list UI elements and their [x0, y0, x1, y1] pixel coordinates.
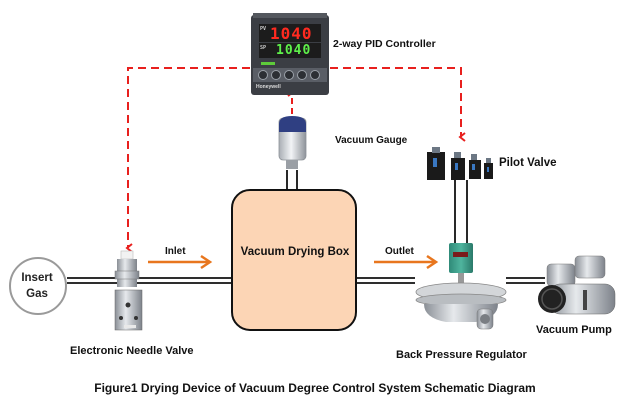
pid-pv-tag: PV	[260, 26, 267, 32]
needle-valve-label: Electronic Needle Valve	[70, 345, 194, 357]
vacuum-drying-box	[231, 189, 357, 331]
figure-caption: Figure1 Drying Device of Vacuum Degree C…	[94, 381, 536, 395]
outlet-arrow	[374, 254, 439, 270]
outlet-label: Outlet	[385, 246, 414, 257]
drying-box-label: Vacuum Drying Box	[240, 246, 350, 258]
pid-controller	[251, 13, 329, 95]
insert-gas-source	[9, 257, 67, 315]
back-pressure-regulator	[415, 243, 507, 330]
back-pressure-regulator-label: Back Pressure Regulator	[396, 349, 527, 361]
vacuum-gauge-label: Vacuum Gauge	[335, 135, 408, 146]
pid-controller-label: 2-way PID Controller	[333, 38, 436, 50]
signal-line-to-needle-valve	[125, 67, 250, 253]
electronic-needle-valve	[114, 250, 143, 331]
insert-gas-label-line2: Gas	[26, 288, 48, 300]
pilot-valve-group	[427, 147, 493, 180]
insert-gas-label-line1: Insert	[21, 272, 53, 284]
vacuum-gauge	[278, 116, 307, 169]
pid-brand: Honeywell	[256, 84, 281, 90]
pid-pv-display: 1040	[270, 24, 313, 43]
vacuum-pump	[538, 255, 616, 315]
pid-sp-tag: SP	[260, 45, 267, 51]
vacuum-pump-label: Vacuum Pump	[536, 324, 612, 336]
insert-gas-label: Insert Gas	[14, 270, 60, 302]
inlet-label: Inlet	[165, 246, 186, 257]
pid-sp-display: 1040	[276, 43, 312, 58]
pipes	[67, 170, 545, 284]
inlet-arrow	[148, 254, 213, 270]
pilot-valve-label: Pilot Valve	[499, 157, 557, 169]
control-signal-lines	[125, 67, 466, 253]
signal-line-to-pilot-valve	[330, 67, 466, 142]
